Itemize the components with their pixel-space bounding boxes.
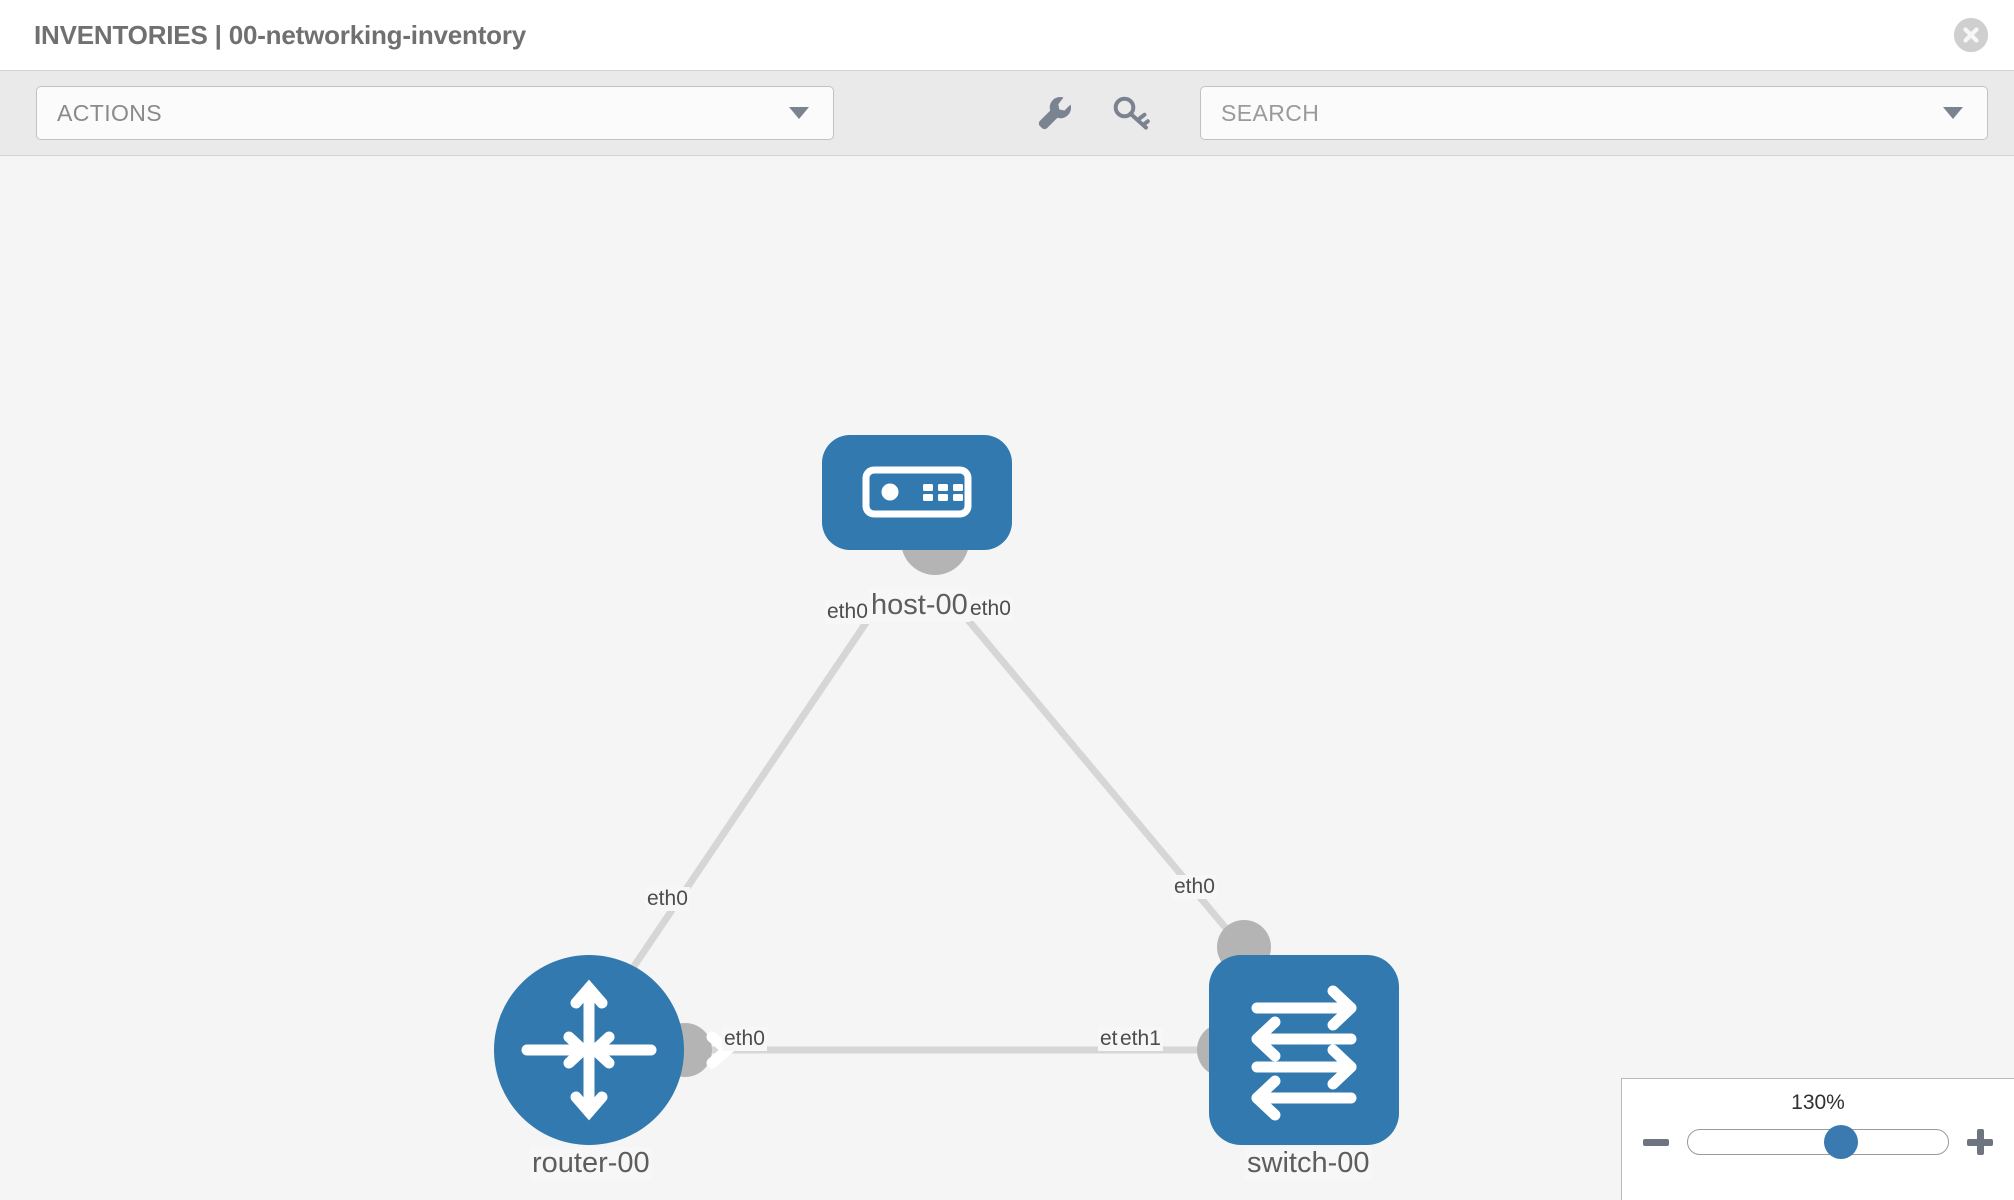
actions-dropdown[interactable]: ACTIONS [36, 86, 834, 140]
chevron-down-icon [789, 107, 809, 119]
node-host-00 [822, 435, 1012, 550]
zoom-slider[interactable] [1687, 1125, 1949, 1159]
node-label-router-00: router-00 [530, 1147, 652, 1180]
actions-dropdown-label: ACTIONS [57, 99, 163, 126]
minus-icon[interactable] [1643, 1129, 1669, 1155]
wrench-icon[interactable] [1034, 92, 1076, 134]
chevron-down-icon[interactable] [1943, 107, 1963, 119]
node-label-host-00: host-00 [869, 589, 970, 622]
router-icon [521, 979, 736, 1121]
toolbar: ACTIONS SEARCH [0, 70, 2014, 156]
search-placeholder: SEARCH [1221, 99, 1320, 126]
toolbar-icon-group [1034, 92, 1152, 134]
page-title: INVENTORIES | 00-networking-inventory [34, 19, 527, 50]
switch-icon [1251, 985, 1357, 1121]
interface-label: eth0 [825, 600, 870, 624]
close-icon[interactable] [1954, 18, 1988, 52]
node-router-00 [494, 955, 736, 1145]
key-icon[interactable] [1110, 92, 1152, 134]
link-host-router [617, 600, 883, 989]
link-host-switch [950, 599, 1253, 960]
interface-label: eth0 [968, 597, 1013, 621]
zoom-slider-thumb[interactable] [1824, 1125, 1859, 1159]
server-icon [862, 466, 972, 518]
page-header: INVENTORIES | 00-networking-inventory [0, 0, 2014, 70]
interface-label: eth1 [1118, 1027, 1163, 1051]
plus-icon[interactable] [1967, 1129, 1993, 1155]
zoom-control-row [1622, 1125, 2014, 1159]
zoom-control-panel: 130% [1621, 1078, 2014, 1200]
interface-label: eth0 [722, 1027, 767, 1051]
search-input[interactable]: SEARCH [1200, 86, 1988, 140]
topology-canvas[interactable]: eth0 eth0 eth0 eth0 eth0 eth0 eth1 host-… [0, 157, 2014, 1200]
node-switch-00 [1209, 955, 1399, 1145]
topology-links [617, 599, 1253, 1054]
node-label-switch-00: switch-00 [1245, 1147, 1372, 1180]
interface-label: eth0 [1172, 875, 1217, 899]
interface-label: eth0 [645, 887, 690, 911]
zoom-level-value: 130% [1791, 1091, 1845, 1114]
